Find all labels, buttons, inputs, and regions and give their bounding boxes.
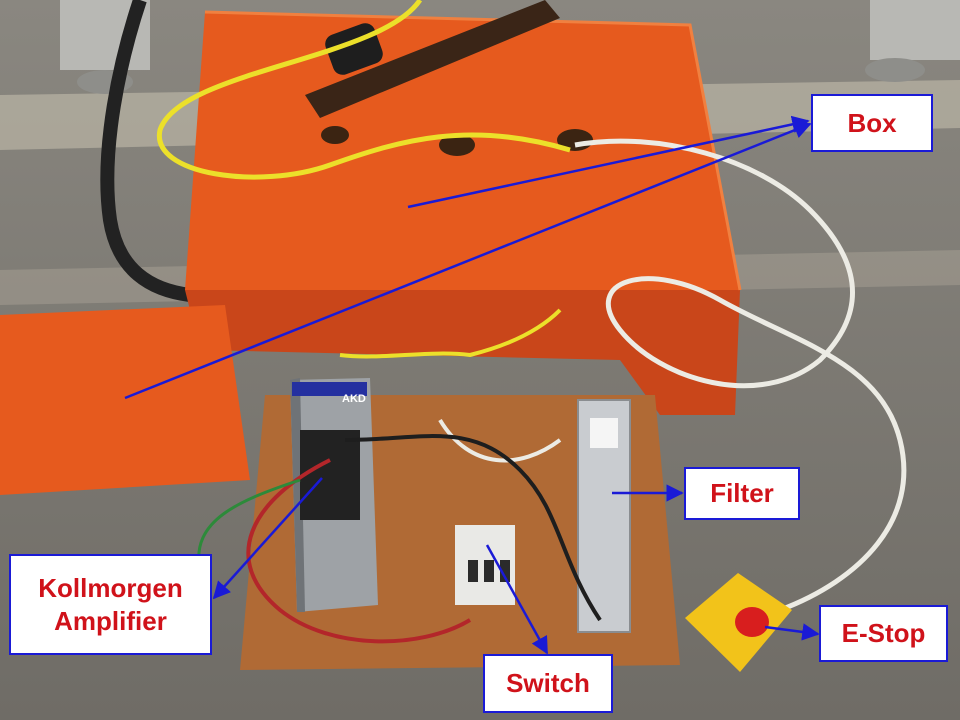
switch-label-text: Switch <box>506 668 590 699</box>
arrow-box-a <box>407 115 810 209</box>
line-filter <box>577 399 631 633</box>
machine-foot-right <box>865 0 960 82</box>
filter-label: Filter <box>684 467 800 520</box>
e-stop-label: E-Stop <box>819 605 948 662</box>
kollmorgen-label-line2: Amplifier <box>54 605 167 636</box>
red-wire <box>246 458 472 644</box>
green-wire <box>197 478 301 571</box>
arrow-switch <box>485 544 549 655</box>
kollmorgen-label-line1: Kollmorgen <box>38 573 183 603</box>
arrow-kollmorgen <box>212 477 323 600</box>
callout-arrows <box>124 115 820 655</box>
black-cable <box>100 0 191 302</box>
kollmorgen-amplifier-label: Kollmorgen Amplifier <box>9 554 212 655</box>
box-lid <box>0 305 250 495</box>
arrow-estop <box>764 623 820 641</box>
filter-label-text: Filter <box>710 478 774 509</box>
yellow-cable-2 <box>339 308 562 359</box>
din-switch <box>455 525 515 605</box>
kollmorgen-amplifier: AKD <box>290 378 378 612</box>
e-stop-station <box>685 573 792 672</box>
yellow-cable <box>156 0 571 180</box>
amplifier-brand-text: AKD <box>342 393 366 405</box>
e-stop-label-text: E-Stop <box>841 618 926 649</box>
arrow-box-b <box>124 121 812 400</box>
box-label: Box <box>811 94 933 152</box>
black-wire <box>344 434 602 622</box>
white-cable <box>574 138 907 613</box>
box-label-text: Box <box>847 107 897 138</box>
switch-label: Switch <box>483 654 613 713</box>
